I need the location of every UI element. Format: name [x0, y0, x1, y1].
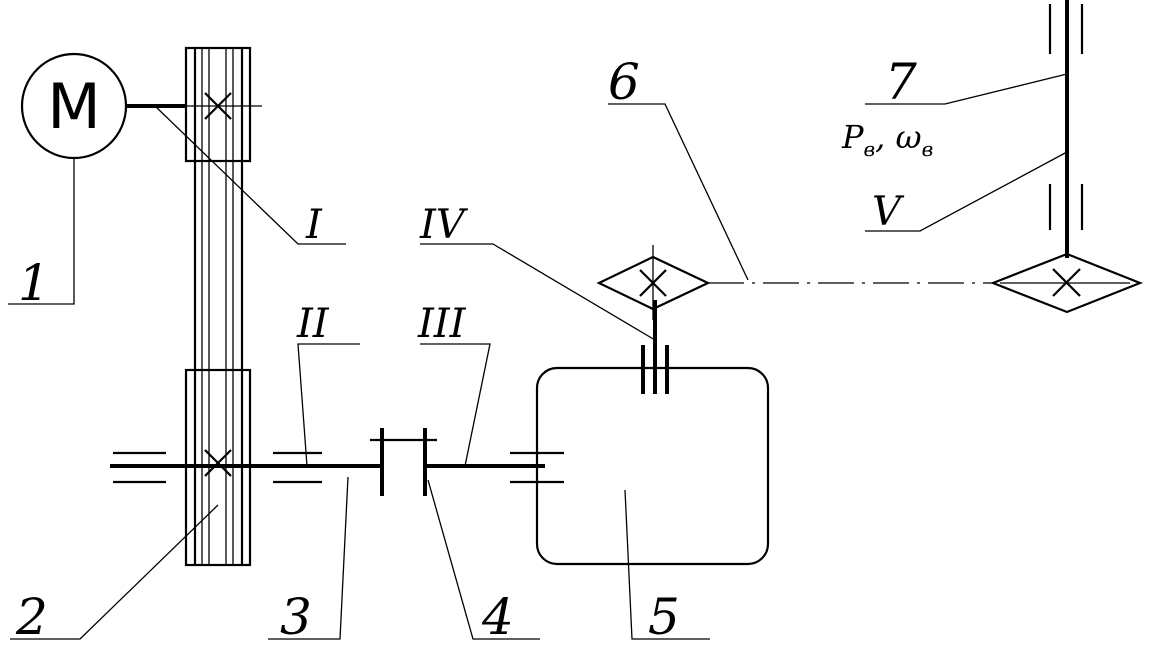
belt-drive [174, 46, 262, 567]
motor-symbol: M [47, 70, 101, 143]
reducer-housing [535, 366, 770, 566]
callout-7: 7 [885, 53, 917, 111]
callout-5: 5 [648, 588, 680, 646]
callout-3: 3 [280, 588, 312, 646]
callout-4: 4 [481, 588, 514, 646]
leader-lines [8, 73, 1068, 640]
omega-subscript: в [922, 137, 934, 161]
label-separator: , [875, 118, 895, 156]
electric-motor: M [20, 52, 128, 160]
upper-pulley [184, 46, 252, 163]
callout-6: 6 [608, 53, 640, 111]
power-subscript: в [864, 137, 876, 161]
shaft-label-V: V [872, 189, 905, 235]
driven-sprocket [989, 252, 1143, 314]
omega-symbol: ω [896, 118, 922, 156]
shaft-label-IV: IV [419, 202, 469, 248]
shaft-label-II: II [296, 301, 330, 347]
chain-drive [596, 245, 1143, 320]
power-speed-label: Pв, ωв [841, 118, 933, 161]
working-shaft [1048, 0, 1084, 258]
shaft-label-III: III [417, 301, 467, 347]
shaft-label-I: I [305, 202, 323, 248]
callout-1: 1 [18, 254, 50, 312]
callout-2: 2 [15, 588, 48, 646]
power-symbol: P [841, 118, 864, 156]
coupling [370, 428, 437, 496]
